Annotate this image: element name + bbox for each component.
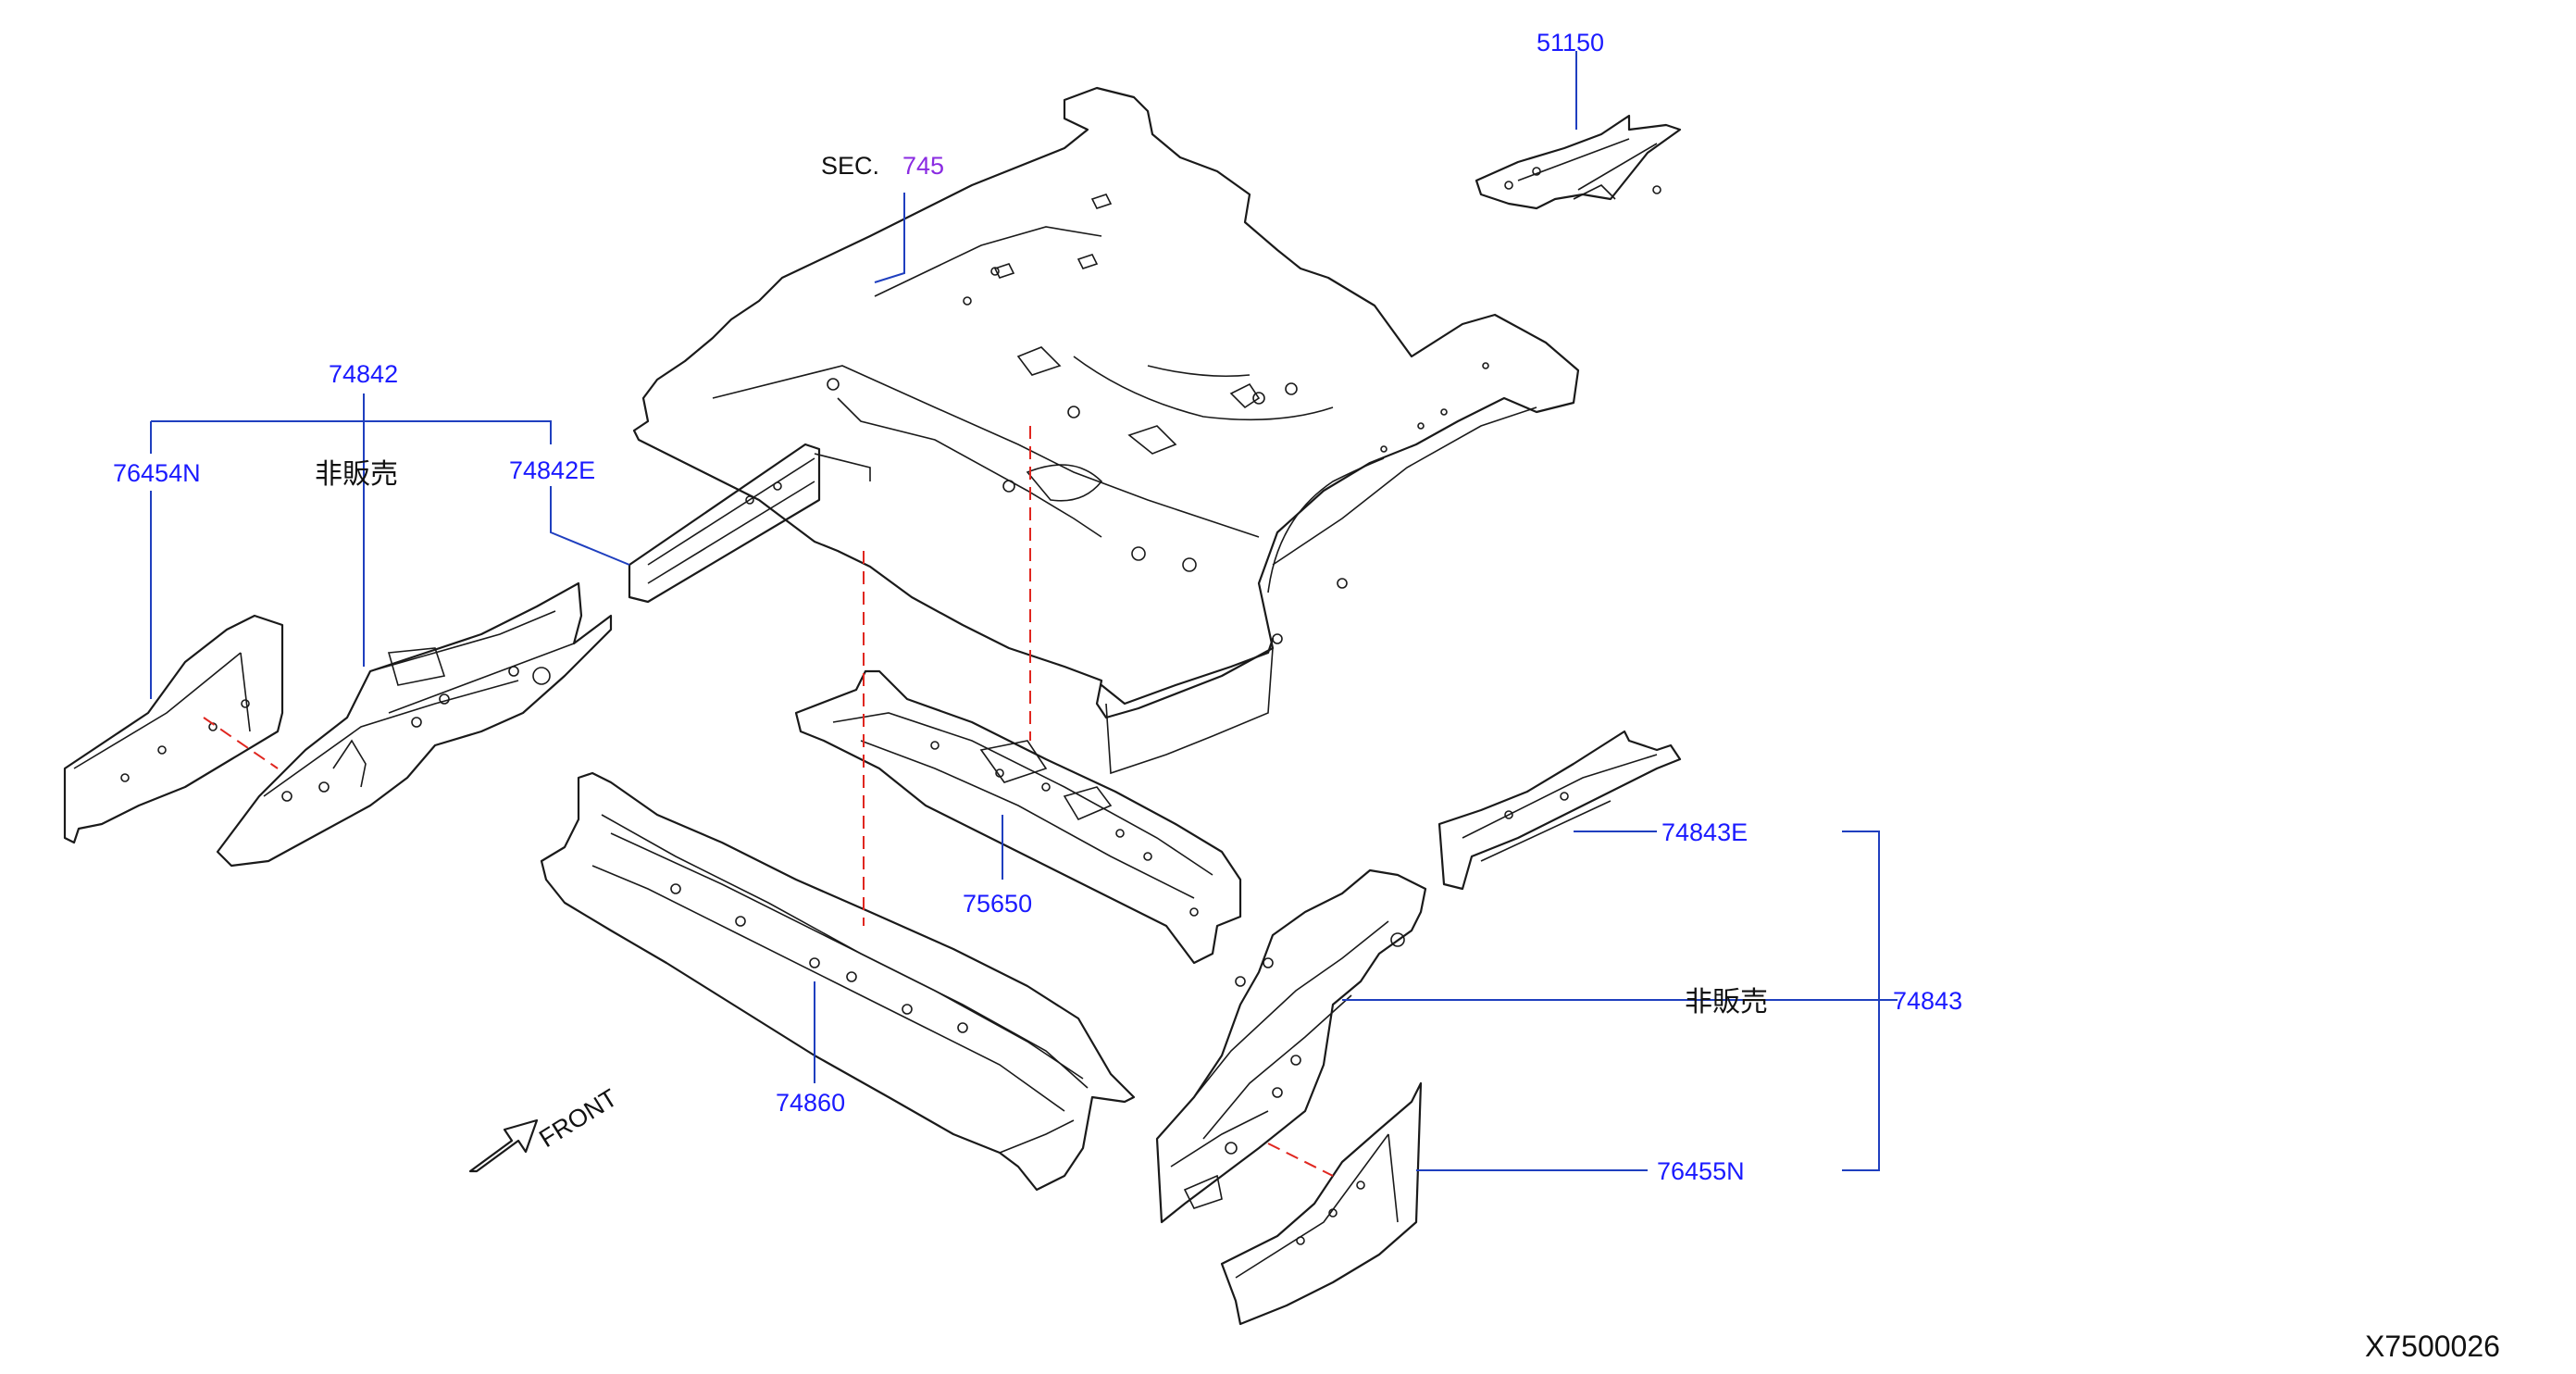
- floor-rail-74860: [540, 771, 1136, 1192]
- side-member-assembly-74843: [1155, 868, 1427, 1224]
- label-front: FRONT: [534, 1083, 622, 1153]
- label-74843E: 74843E: [1661, 818, 1748, 846]
- label-74843: 74843: [1893, 987, 1962, 1015]
- label-75650: 75650: [963, 890, 1032, 918]
- extension-76455N: [1220, 1081, 1423, 1326]
- label-74842: 74842: [329, 360, 398, 388]
- bracket-51150: [1475, 114, 1682, 210]
- leader-lines: [150, 51, 1898, 1171]
- label-76455N: 76455N: [1657, 1157, 1745, 1185]
- side-member-assembly-74842: [216, 581, 613, 868]
- extension-76454N: [63, 614, 284, 844]
- member-74842E: [628, 443, 871, 604]
- label-51150: 51150: [1537, 29, 1604, 56]
- cross-member-75650: [794, 669, 1242, 965]
- member-74843E: [1437, 730, 1682, 891]
- label-not-for-sale-left: 非販売: [315, 458, 398, 491]
- alignment-lines: [203, 426, 1334, 1177]
- front-arrow-icon: [468, 1118, 539, 1173]
- label-sec-745: 745: [902, 152, 944, 180]
- diagram-id: X7500026: [2365, 1330, 2500, 1363]
- label-not-for-sale-right: 非販売: [1685, 986, 1768, 1018]
- label-74860: 74860: [776, 1089, 845, 1117]
- label-74842E: 74842E: [509, 456, 595, 484]
- label-76454N: 76454N: [113, 459, 201, 487]
- rear-floor-panel: [632, 86, 1580, 775]
- label-sec-prefix: SEC.: [821, 152, 879, 180]
